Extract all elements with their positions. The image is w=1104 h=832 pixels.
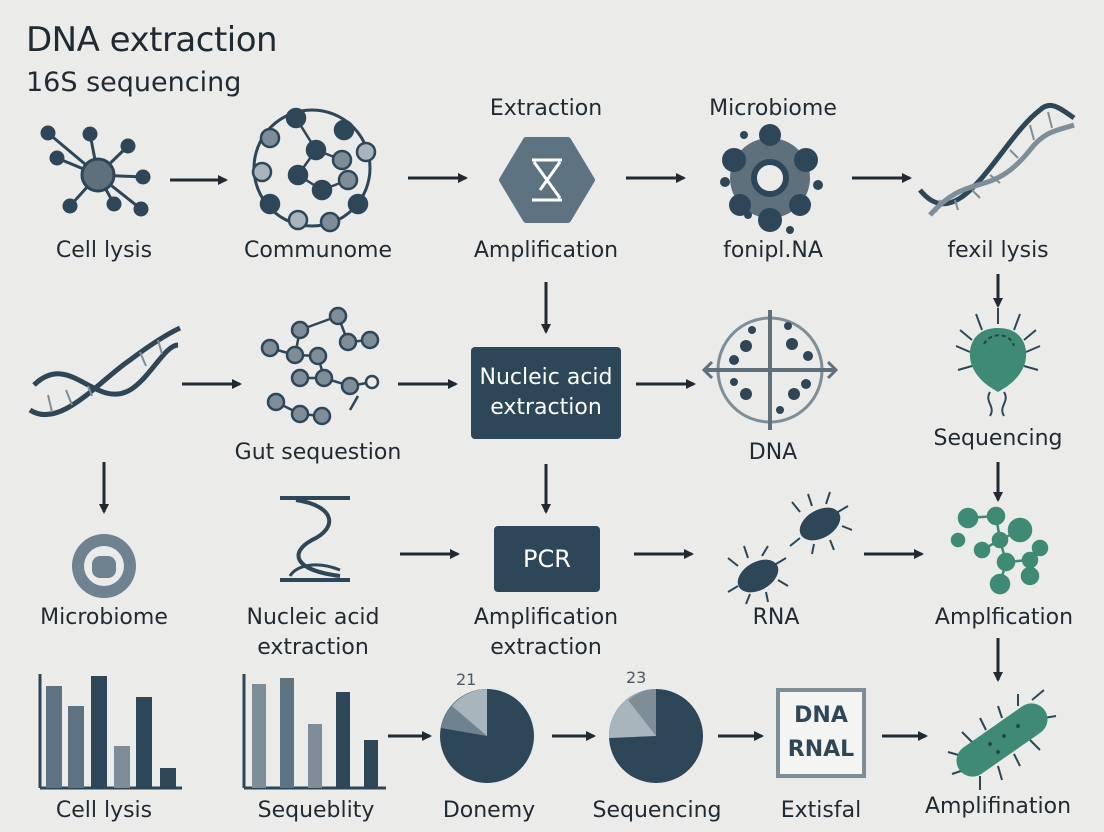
gut-network-icon [260,306,380,426]
label-extraction-top: Extraction [489,96,603,121]
label-amplification-extraction: Amplification extraction [474,603,618,663]
label-nucleic-line-2: extraction [257,635,369,660]
dna-helix-icon [918,103,1076,217]
label-amplfication: Amplfication [934,605,1074,630]
dna-box-line-1: DNA [794,703,848,728]
label-extisfal: Extisfal [780,798,862,823]
label-microbiome: Microbiome [40,605,168,630]
bacteria-pair-icon [727,491,853,605]
nucleic-acid-extraction-box: Nucleic acid extraction [471,347,621,439]
label-communome: Communome [244,238,392,263]
page-subtitle: 16S sequencing [26,67,242,98]
label-sequencing-bottom: Sequencing [592,798,722,823]
microbiome-ring-icon [72,534,136,598]
label-sequencing: Sequencing [933,426,1063,451]
label-cell-lysis: Cell lysis [55,238,153,263]
cell-network-icon [40,125,151,217]
label-amplifination: Amplifination [924,794,1072,819]
vertical-arrows [99,274,1003,682]
bacterium-icon [955,308,1041,417]
dna-helix-left-icon [28,325,182,418]
label-foniplna: fonipl.NA [723,238,823,263]
label-dna: DNA [748,440,798,465]
dna-box-line-2: RNAL [787,737,855,762]
microbiome-gear-icon [720,124,823,234]
pie-chart-right [608,688,703,783]
bar-chart-left [38,674,182,790]
label-cell-lysis-bottom: Cell lysis [55,798,153,823]
label-amplification-line-2: extraction [490,635,602,660]
dna-target-icon [701,310,839,430]
box-line-2: extraction [490,395,602,420]
label-rna: RNA [752,605,800,630]
pie-number-23: 23 [626,668,647,687]
pie-number-21: 21 [456,670,477,689]
bacterium-rod-icon [947,689,1057,790]
label-gut-sequestion: Gut sequestion [234,440,402,465]
communome-network-icon [251,107,377,233]
amplification-network-icon [950,506,1049,595]
label-fexil-lysis: fexil lysis [947,238,1049,263]
label-microbiome-top: Microbiome [709,96,837,121]
extraction-icon [499,137,595,223]
row1-arrows [170,173,912,185]
label-amplification: Amplification [473,238,619,263]
label-donemy: Donemy [442,798,536,823]
bar-chart-right [242,674,386,790]
label-nucleic-acid-extraction: Nucleic acid extraction [247,603,380,663]
label-sequeblity: Sequeblity [257,798,375,823]
pie-chart-left [440,689,534,783]
pcr-box: PCR [494,526,600,592]
box-line-1: Nucleic acid [479,365,613,390]
dna-rnal-box: DNA RNAL [776,688,866,778]
page-title: DNA extraction [26,20,278,60]
nucleic-spring-icon [280,496,350,582]
label-nucleic-line-1: Nucleic acid [246,605,380,630]
label-amplification-line-1: Amplification [473,605,619,630]
